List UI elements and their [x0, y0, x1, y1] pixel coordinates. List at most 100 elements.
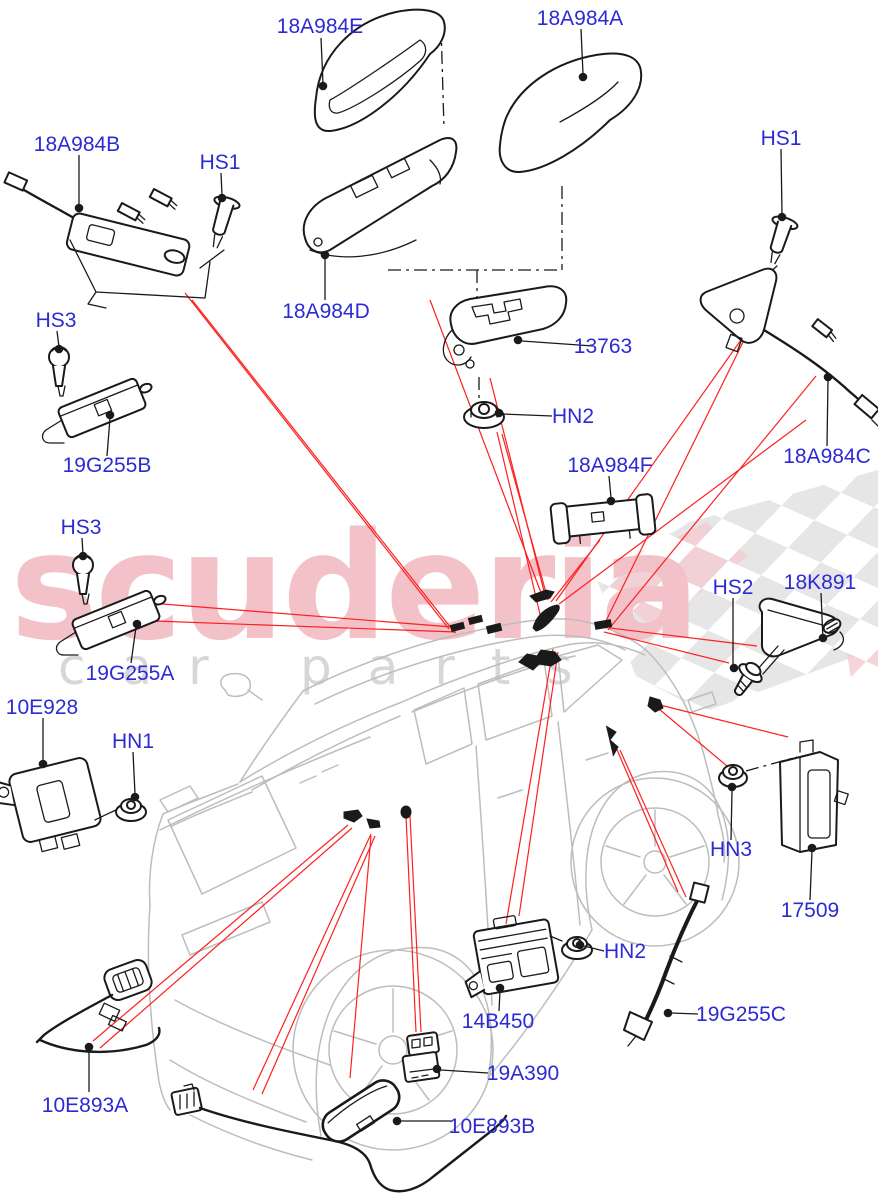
part-label-HS2: HS2 [713, 576, 754, 599]
red-leader-line-1 [191, 299, 456, 634]
part-17509-module [779, 739, 849, 853]
leader-dot-1 [578, 72, 588, 82]
leader-dot-9 [54, 344, 64, 354]
leader-dot-4 [777, 212, 787, 222]
part-label-18K891: 18K891 [784, 571, 856, 594]
leader-line-19 [809, 850, 813, 901]
roof-fin-silhouette [532, 604, 560, 632]
red-leader-line-2 [149, 602, 453, 628]
car-fender-line [159, 736, 371, 831]
insitu-mount-points [343, 589, 664, 829]
part-HS2-screw [733, 661, 763, 697]
part-14B450-module [464, 915, 563, 999]
part-label-18A984D: 18A984D [282, 300, 370, 323]
part-HS1-screw-right [749, 215, 799, 291]
part-18A984A-antenna-cover [498, 52, 643, 174]
front-wheel-hub [378, 1035, 408, 1065]
car-windshield-base [251, 715, 401, 791]
red-leader-line-15 [659, 704, 789, 738]
leader-dot-5 [320, 250, 330, 260]
red-leader-line-6 [501, 433, 549, 601]
exploded-parts [0, 8, 878, 1193]
part-10E893A-gps-antenna [35, 958, 161, 1054]
dash-dot-line-0 [440, 24, 445, 129]
part-18A984C-antenna-cable [699, 267, 878, 427]
car-roofline [302, 618, 649, 692]
leader-dot-16 [38, 759, 48, 769]
rear-wheel-hub [643, 850, 667, 874]
part-label-18A984C: 18A984C [783, 445, 871, 468]
leader-dot-12 [78, 551, 88, 561]
part-18A984E-antenna-cover-upper [313, 8, 446, 133]
leader-dot-0 [318, 81, 328, 91]
part-19G255B-module [41, 377, 153, 444]
car-door-handles [497, 752, 609, 799]
leader-line-12 [81, 537, 84, 555]
leader-dot-15 [818, 633, 828, 643]
part-19A390-connector [401, 1031, 441, 1083]
checker-flag-pink2 [846, 628, 878, 696]
part-label-18A984A: 18A984A [537, 7, 623, 30]
car-fog-insert [181, 901, 271, 956]
leader-line-22 [440, 1069, 489, 1074]
car-taillight [687, 691, 717, 713]
part-label-10E928: 10E928 [6, 696, 78, 719]
part-19G255A-module [55, 589, 167, 656]
leader-line-21 [498, 990, 501, 1012]
red-leader-line-26 [409, 815, 422, 1033]
car-headlight [159, 785, 199, 813]
leader-line-4 [780, 148, 783, 215]
car-bumper-lines [169, 999, 331, 1161]
part-label-19G255B: 19G255B [63, 454, 152, 477]
leader-line-15 [820, 592, 824, 642]
part-18K891-module [756, 597, 845, 675]
part-label-19A390: 19A390 [487, 1062, 559, 1085]
checker-flag-pink [596, 522, 748, 628]
red-leader-line-17 [614, 744, 679, 893]
rear-roof-mount [594, 619, 613, 630]
roof-bracket [518, 649, 562, 671]
part-label-17509: 17509 [781, 899, 839, 922]
red-leader-line-3 [153, 620, 457, 633]
car-shoulder-line [401, 641, 646, 703]
red-leader-lines [92, 292, 817, 1095]
front-wheel-rim [328, 985, 458, 1115]
leader-dot-14 [729, 663, 739, 673]
part-label-HS1: HS1 [200, 151, 241, 174]
red-leader-line-22 [99, 827, 353, 1049]
rear-quarter-mount [647, 696, 664, 713]
leader-line-7 [501, 413, 553, 417]
leader-dot-21 [495, 983, 505, 993]
part-label-10E893B: 10E893B [449, 1115, 535, 1138]
leader-line-11 [608, 475, 612, 499]
part-label-HN1: HN1 [112, 730, 154, 753]
leader-line-1 [580, 28, 584, 75]
leader-dot-6 [513, 335, 523, 345]
leader-line-20 [583, 945, 605, 952]
roof-antenna-mast [529, 589, 555, 603]
part-HN3-nut [718, 764, 748, 788]
part-label-HS3: HS3 [61, 516, 102, 539]
part-label-10E893A: 10E893A [42, 1094, 128, 1117]
car-hood-edge [162, 783, 253, 827]
rear-wheel-rim [600, 807, 710, 917]
leader-dot-17 [130, 792, 140, 802]
part-label-18A984F: 18A984F [567, 454, 652, 477]
part-18A984D-antenna-base [302, 137, 458, 258]
leader-dot-22 [432, 1064, 442, 1074]
leader-line-18 [730, 789, 733, 841]
part-label-19G255C: 19G255C [696, 1003, 786, 1026]
red-leader-line-21 [92, 824, 349, 1042]
red-leader-line-9 [558, 419, 807, 605]
leader-dot-25 [392, 1116, 402, 1126]
red-leader-line-20 [518, 651, 559, 917]
leader-dot-13 [132, 619, 142, 629]
leader-dot-8 [823, 372, 833, 382]
leader-line-17 [132, 751, 136, 795]
leader-dot-20 [575, 940, 585, 950]
car-quarter-window [557, 644, 623, 713]
part-label-19G255A: 19G255A [86, 662, 175, 685]
leader-dot-2 [74, 203, 84, 213]
